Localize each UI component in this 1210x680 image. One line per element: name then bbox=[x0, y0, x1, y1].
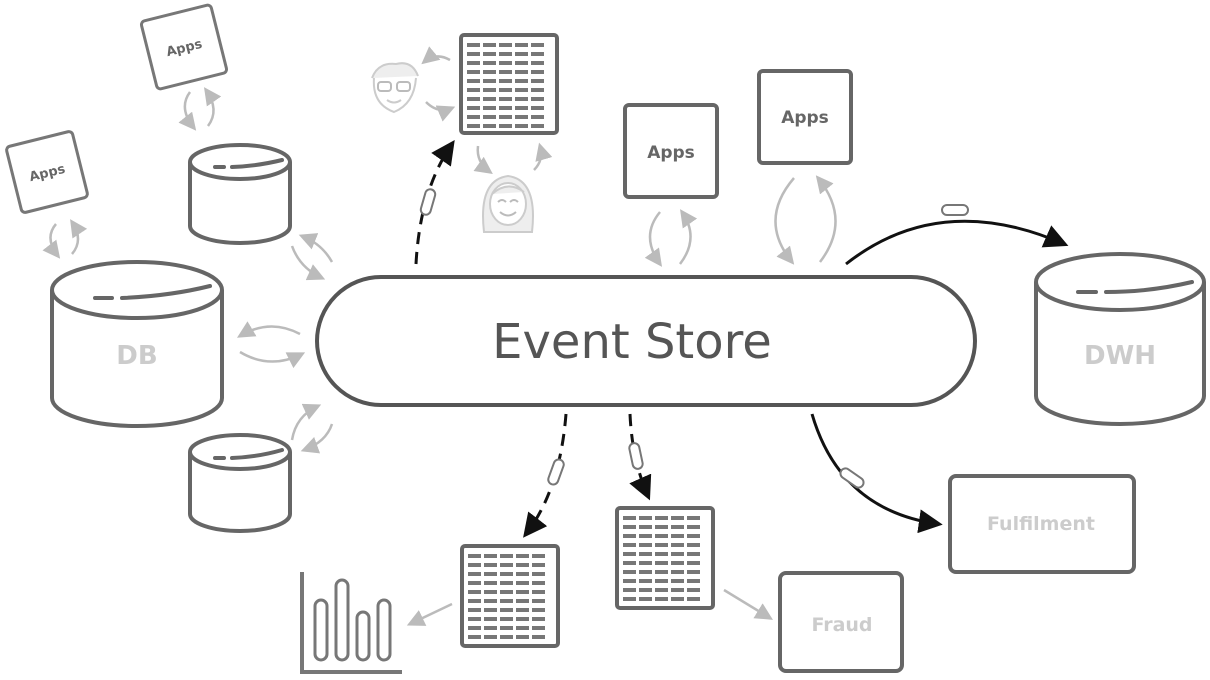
sync-arrows-bottomcyl-eventstore bbox=[290, 403, 334, 454]
sync-arrows-topcyl-eventstore bbox=[290, 233, 334, 281]
apps-label: Apps bbox=[647, 143, 695, 163]
apps-box-tilted-top: Apps bbox=[139, 3, 229, 91]
apps-box-tilted-left: Apps bbox=[5, 130, 89, 214]
message-token bbox=[941, 204, 969, 216]
sync-arrows-woman-grid bbox=[473, 142, 553, 175]
table-grid-bottom-center bbox=[615, 506, 715, 610]
db-cylinder: DB bbox=[50, 260, 224, 428]
message-token bbox=[839, 467, 865, 489]
db-label: DB bbox=[116, 341, 157, 371]
sync-arrows-apps-center bbox=[644, 209, 698, 267]
sync-arrows-cyl-apps bbox=[178, 87, 222, 131]
man-face-icon bbox=[371, 62, 419, 114]
fraud-label: Fraud bbox=[811, 614, 872, 636]
apps-box-center: Apps bbox=[623, 103, 719, 199]
message-token bbox=[419, 188, 437, 216]
apps-label: Apps bbox=[781, 108, 829, 128]
woman-face-icon bbox=[482, 174, 534, 233]
small-db-cylinder-bottom bbox=[188, 433, 292, 533]
table-grid-top bbox=[459, 33, 559, 135]
dwh-label: DWH bbox=[1084, 341, 1156, 371]
sync-arrows-man-grid bbox=[421, 46, 456, 122]
bar-chart-icon bbox=[300, 572, 402, 674]
arrow-grid-to-chart bbox=[406, 602, 453, 626]
fulfilment-box: Fulfilment bbox=[948, 474, 1136, 574]
event-store-label: Event Store bbox=[492, 314, 772, 370]
event-store-node: Event Store bbox=[315, 275, 977, 407]
sync-arrows-db-eventstore bbox=[236, 321, 306, 369]
dwh-cylinder: DWH bbox=[1034, 252, 1206, 426]
fulfilment-label: Fulfilment bbox=[987, 513, 1095, 535]
sync-arrows-db-apps bbox=[42, 219, 88, 259]
sync-arrows-apps-right bbox=[774, 175, 837, 265]
arrow-grid-to-fraud bbox=[723, 588, 773, 620]
fraud-box: Fraud bbox=[778, 571, 904, 673]
message-token bbox=[547, 458, 565, 486]
small-db-cylinder-top bbox=[188, 143, 292, 245]
flow-arrow-to-dwh bbox=[845, 219, 1069, 266]
table-grid-bottom-left bbox=[460, 544, 560, 648]
message-token bbox=[628, 442, 644, 470]
flow-arrow-to-fulfilment bbox=[810, 413, 943, 534]
apps-box-right: Apps bbox=[757, 69, 853, 165]
